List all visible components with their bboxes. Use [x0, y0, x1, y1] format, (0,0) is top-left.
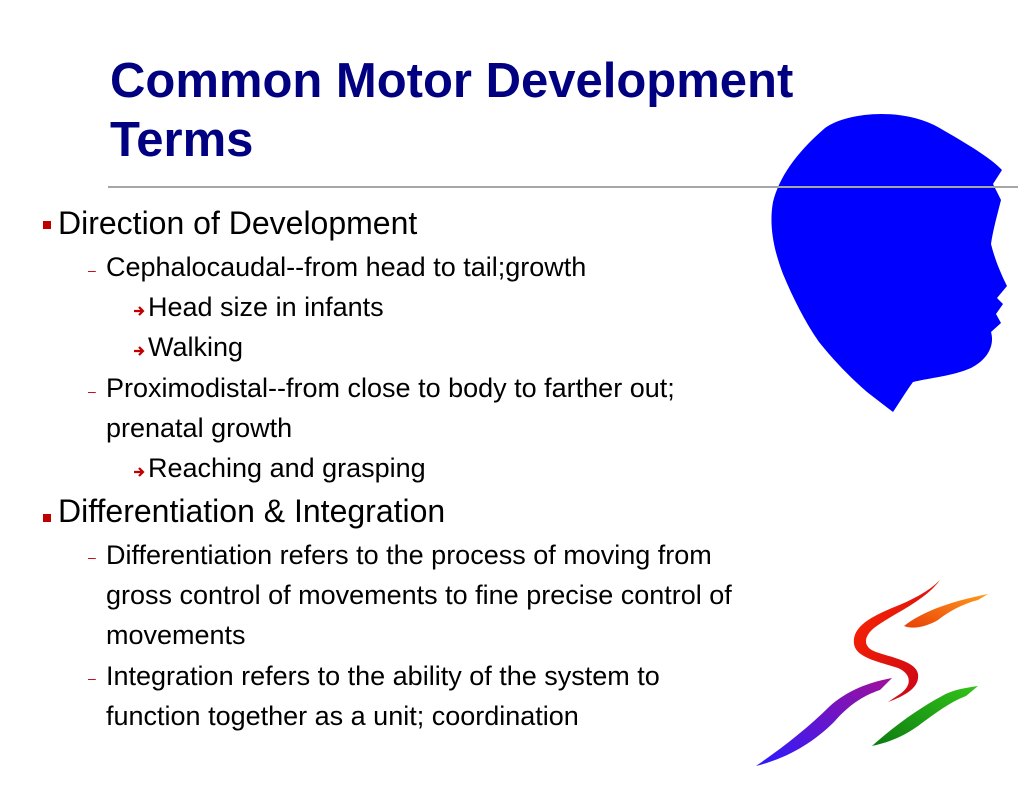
arrow-bullet-icon: [134, 346, 145, 356]
sub-bullet-differentiation-line-1: Differentiation refers to the process of…: [106, 540, 712, 570]
sub-bullet-differentiation-line-2: gross control of movements to fine preci…: [106, 580, 732, 610]
sub-bullet-proximodistal-line-1: Proximodistal--from close to body to far…: [106, 373, 675, 403]
arrow-bullet-icon: [134, 467, 145, 477]
dash-bullet-icon: –: [88, 549, 96, 565]
sub-bullet-integration-line-1: Integration refers to the ability of the…: [106, 661, 660, 691]
sub-bullet-differentiation-line-3: movements: [106, 620, 246, 650]
head-silhouette-icon: [771, 113, 1007, 413]
swoosh-logo-icon: [756, 580, 988, 766]
bullet-direction-of-development: Direction of Development: [58, 205, 418, 241]
title-line-2: Terms: [110, 113, 254, 167]
sub-bullet-proximodistal-line-2: prenatal growth: [106, 413, 293, 443]
square-bullet-icon: [43, 514, 51, 522]
sub-sub-bullet-head-size: Head size in infants: [148, 292, 384, 322]
slide-title: Common Motor Development Terms: [110, 52, 970, 170]
bullet-differentiation-integration: Differentiation & Integration: [58, 493, 446, 529]
title-divider: [108, 186, 1018, 188]
dash-bullet-icon: –: [88, 262, 96, 278]
sub-sub-bullet-walking: Walking: [148, 332, 244, 362]
dash-bullet-icon: –: [88, 383, 96, 399]
title-line-1: Common Motor Development: [110, 54, 794, 108]
dash-bullet-icon: –: [88, 670, 96, 686]
sub-bullet-integration-line-2: function together as a unit; coordinatio…: [106, 701, 579, 731]
square-bullet-icon: [43, 221, 51, 229]
sub-bullet-cephalocaudal: Cephalocaudal--from head to tail;growth: [106, 252, 587, 282]
sub-sub-bullet-reaching: Reaching and grasping: [148, 453, 426, 483]
arrow-bullet-icon: [134, 306, 145, 316]
